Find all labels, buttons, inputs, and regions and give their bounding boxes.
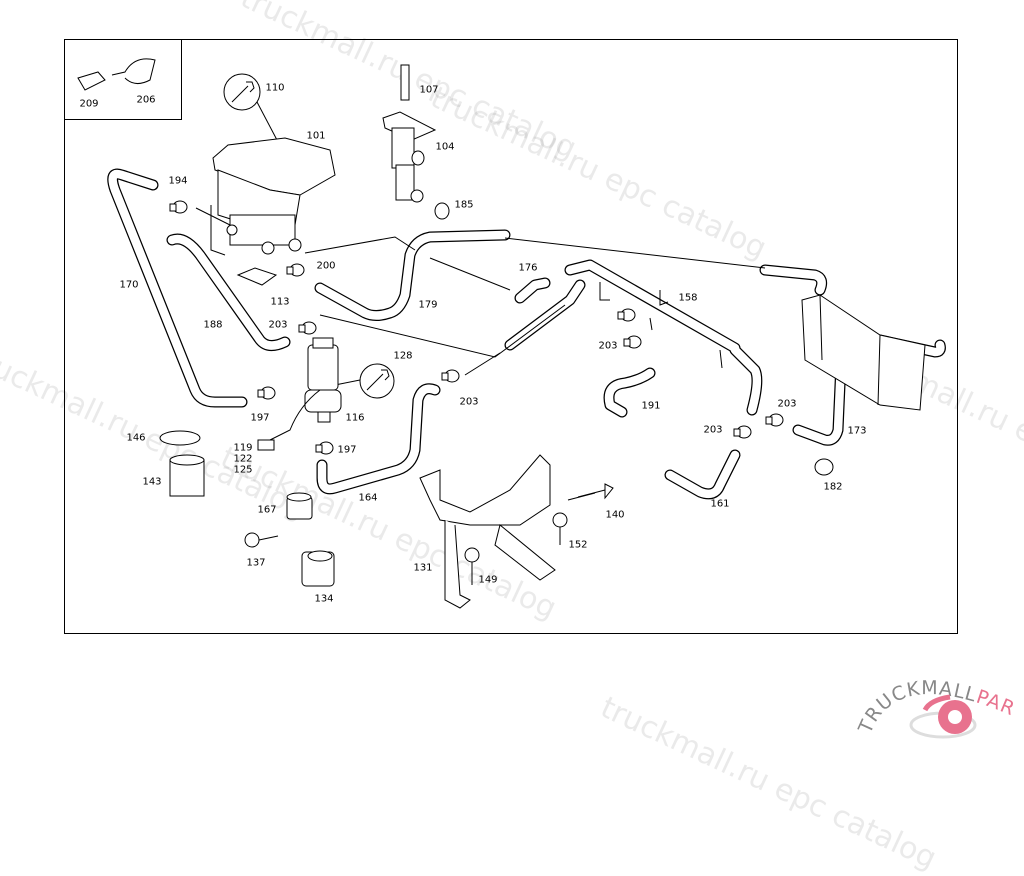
callout-128[interactable]: 128 [393,350,413,362]
detail-inset-box [64,39,182,120]
callout-119[interactable]: 119 [233,442,253,454]
hoses [107,168,946,500]
callout-197[interactable]: 197 [250,412,270,424]
callout-203[interactable]: 203 [777,398,797,410]
valve-104 [382,64,437,203]
callout-122[interactable]: 122 [233,453,253,465]
callout-203[interactable]: 203 [703,424,723,436]
callout-107[interactable]: 107 [419,84,439,96]
callout-182[interactable]: 182 [823,481,843,493]
heater-unit-101 [212,137,336,255]
callout-197[interactable]: 197 [337,444,357,456]
callout-167[interactable]: 167 [257,504,277,516]
callout-116[interactable]: 116 [345,412,365,424]
callout-146[interactable]: 146 [126,432,146,444]
pump-116 [257,337,342,451]
pipe-assembly-158 [599,282,723,369]
callout-194[interactable]: 194 [168,175,188,187]
gear-icon [909,694,977,739]
callout-158[interactable]: 158 [678,292,698,304]
wrench-icon-110 [223,73,261,111]
callout-101[interactable]: 101 [306,130,326,142]
callout-191[interactable]: 191 [641,400,661,412]
callout-110[interactable]: 110 [265,82,285,94]
callout-206[interactable]: 206 [136,94,156,106]
callout-137[interactable]: 137 [246,557,266,569]
callout-176[interactable]: 176 [518,262,538,274]
callout-170[interactable]: 170 [119,279,139,291]
misc-parts [77,58,834,587]
callout-164[interactable]: 164 [358,492,378,504]
callout-125[interactable]: 125 [233,464,253,476]
callout-104[interactable]: 104 [435,141,455,153]
wrench-icon-128 [359,363,395,399]
callout-143[interactable]: 143 [142,476,162,488]
diagram-frame [64,39,958,634]
callout-140[interactable]: 140 [605,509,625,521]
callout-185[interactable]: 185 [454,199,474,211]
truckmallparts-logo: TRUCKMALLPARTS [855,655,1017,739]
callout-149[interactable]: 149 [478,574,498,586]
callout-209[interactable]: 209 [79,98,99,110]
svg-text:TRUCKMALLPARTS: TRUCKMALLPARTS [855,655,1017,738]
bracket-131 [419,454,556,609]
parts-diagram [77,58,946,609]
callout-131[interactable]: 131 [413,562,433,574]
callout-134[interactable]: 134 [314,593,334,605]
callout-152[interactable]: 152 [568,539,588,551]
callout-203[interactable]: 203 [459,396,479,408]
heat-exchanger [801,294,926,411]
callout-203[interactable]: 203 [598,340,618,352]
callout-179[interactable]: 179 [418,299,438,311]
callout-173[interactable]: 173 [847,425,867,437]
callout-161[interactable]: 161 [710,498,730,510]
callout-113[interactable]: 113 [270,296,290,308]
callout-203[interactable]: 203 [268,319,288,331]
callout-188[interactable]: 188 [203,319,223,331]
callout-200[interactable]: 200 [316,260,336,272]
